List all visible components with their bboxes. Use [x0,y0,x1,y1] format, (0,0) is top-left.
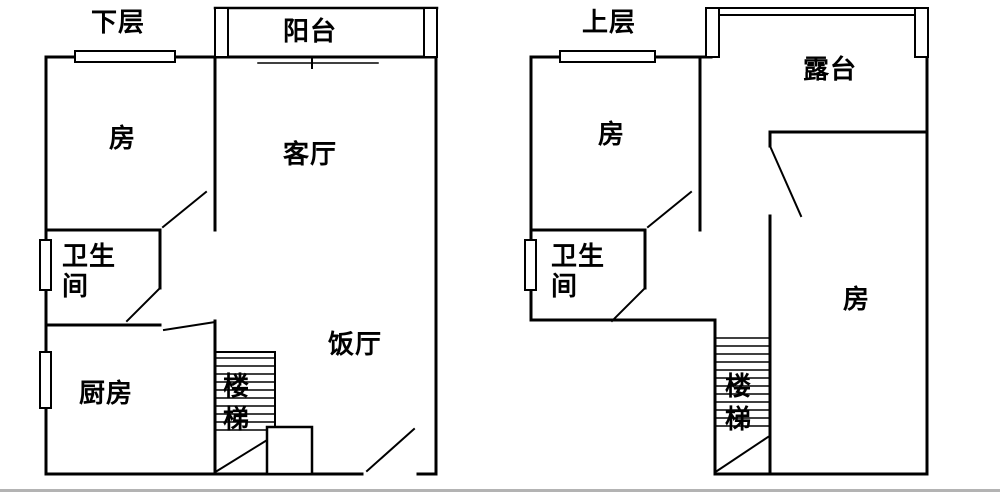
room-label-bathroom-lower: 卫生间 [62,241,117,301]
window-symbol [524,239,537,291]
room-label-bedroom-right: 房 [843,284,871,314]
upper-staircase [715,337,770,473]
window-symbol [559,50,656,63]
terrace-parapet [711,7,929,16]
room-label-balcony: 阳台 [283,16,338,46]
stair-treads [215,357,275,431]
room-label-bedroom-lower: 房 [109,123,137,153]
terrace-right-pillar [914,7,929,58]
stair-treads [715,337,770,427]
balcony-right-pillar [423,7,438,58]
upper-windows [524,50,656,291]
floor-title-upper: 上层 [582,7,637,37]
room-label-dining-room: 饭厅 [328,329,383,359]
upper-door-swings [610,144,803,323]
floor-title-lower: 下层 [91,7,146,37]
lower-door-swings [125,190,416,473]
terrace-left-pillar [705,7,720,58]
room-label-bathroom-upper: 卫生间 [551,241,606,301]
room-label-living-room: 客厅 [283,139,338,169]
lower-staircase [214,351,314,476]
stair-landing [265,425,314,476]
lower-windows [39,50,176,409]
window-symbol [39,239,52,291]
balcony-left-pillar [214,7,229,58]
window-symbol [74,50,176,63]
window-symbol [39,351,52,409]
room-label-stairs-lower: 楼梯 [223,371,251,434]
room-label-bedroom-upper: 房 [598,119,626,149]
bottom-divider [0,489,1000,492]
room-label-terrace: 露台 [803,54,858,84]
room-label-kitchen: 厨房 [79,378,134,408]
lower-balcony [213,6,439,69]
upper-terrace [705,7,929,58]
room-label-stairs-upper: 楼梯 [725,371,753,434]
